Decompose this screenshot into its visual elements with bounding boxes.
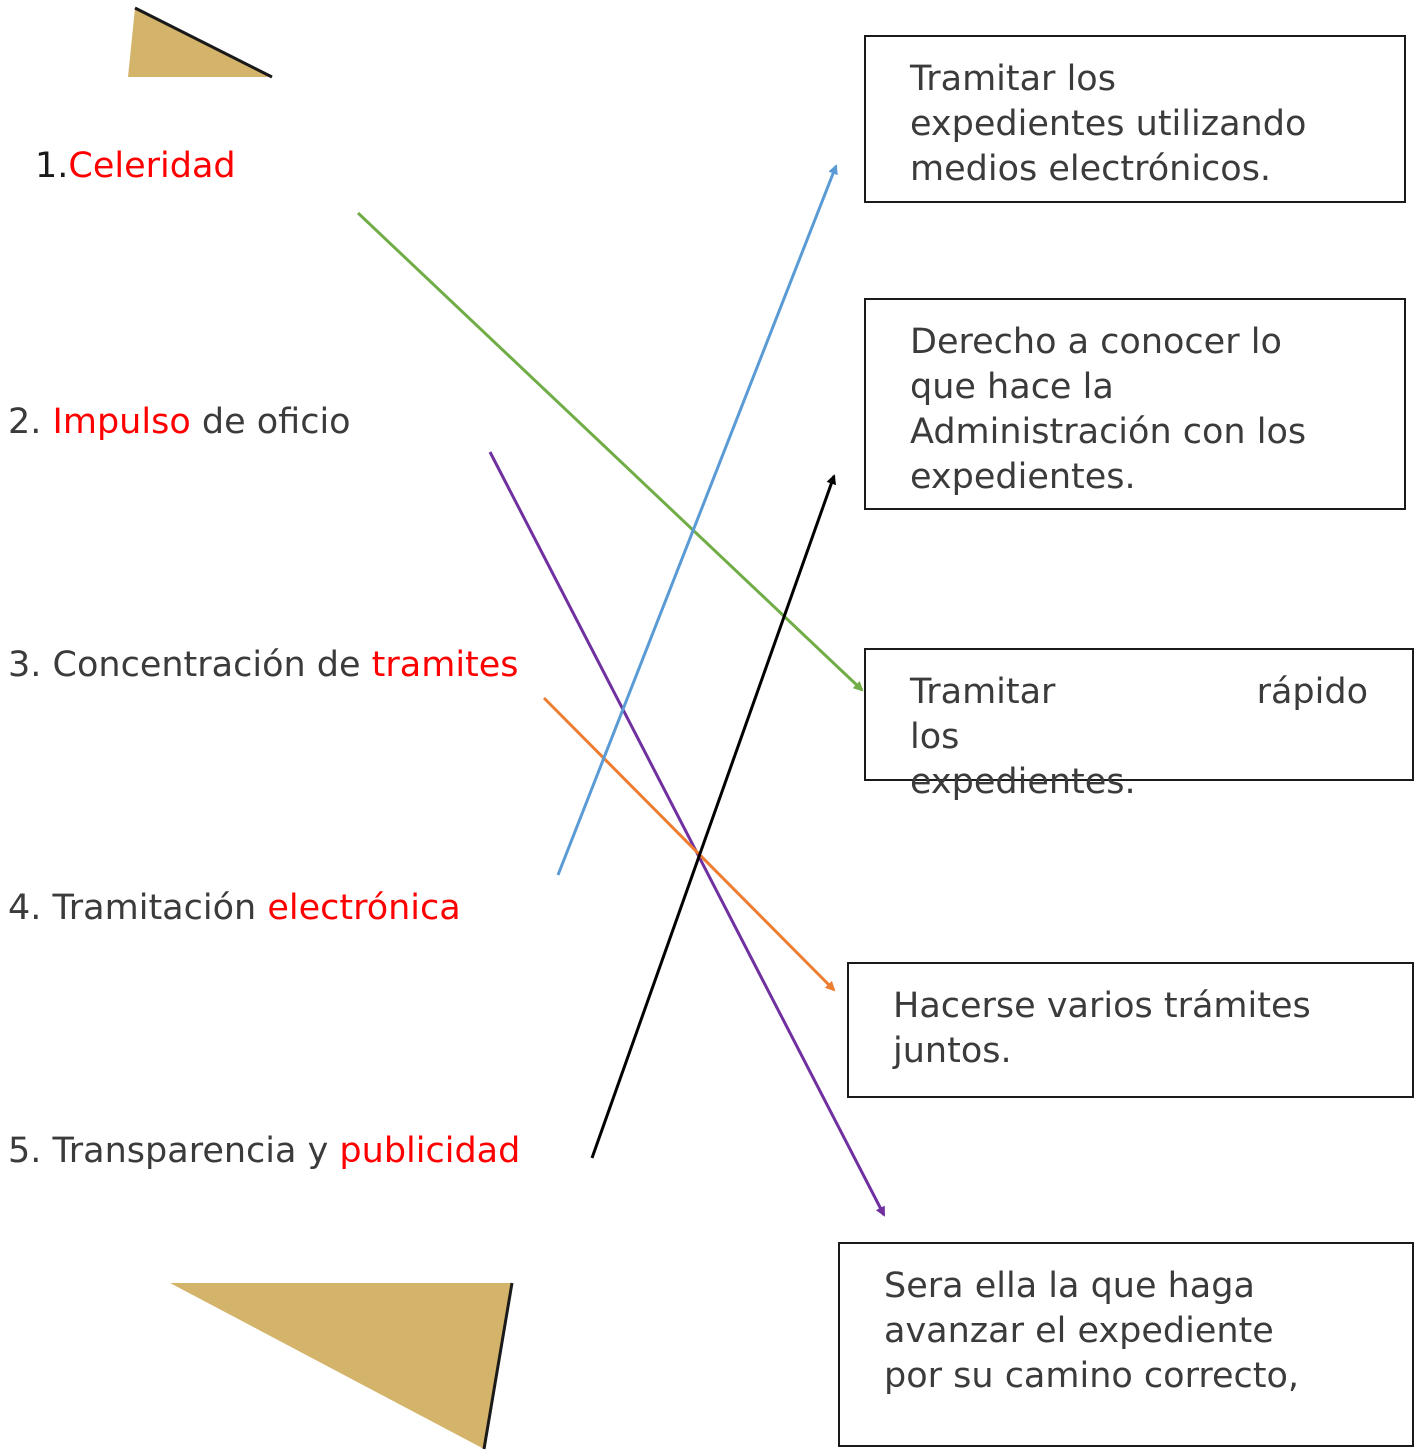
definition-5-line: avanzar el expediente xyxy=(884,1311,1274,1351)
term-3-number: 3. xyxy=(8,645,42,685)
term-2-highlight: Impulso xyxy=(52,402,191,442)
definition-2-line: expedientes. xyxy=(910,457,1136,497)
definition-2-line: Derecho a conocer lo xyxy=(910,322,1282,362)
term-2-post: de oficio xyxy=(190,402,351,442)
term-3-pre: Concentración de xyxy=(52,645,372,685)
arrow-celeridad xyxy=(356,211,864,692)
definition-box-4: Hacerse varios trámites juntos. xyxy=(847,962,1414,1098)
definition-4-line: Hacerse varios trámites xyxy=(893,986,1311,1026)
definition-2-line: que hace la xyxy=(910,367,1114,407)
definition-box-2: Derecho a conocer lo que hace la Adminis… xyxy=(864,298,1406,510)
term-4-highlight: electrónica xyxy=(267,888,461,928)
definition-1-line: medios electrónicos. xyxy=(910,149,1272,189)
definition-5-line: Sera ella la que haga xyxy=(884,1266,1255,1306)
arrow-concentracion xyxy=(542,696,836,992)
term-3-highlight: tramites xyxy=(371,645,519,685)
term-2-number: 2. xyxy=(8,402,42,442)
arrow-tramitacion xyxy=(556,164,838,876)
definition-3-line: Tramitar rápido los xyxy=(910,672,1368,757)
definition-box-5: Sera ella la que haga avanzar el expedie… xyxy=(838,1242,1414,1447)
definition-2-line: Administración con los xyxy=(910,412,1307,452)
definition-1-line: expedientes utilizando xyxy=(910,104,1307,144)
term-1: 1.Celeridad xyxy=(35,146,236,186)
definition-5-line: por su camino correcto, xyxy=(884,1356,1300,1396)
term-4: 4. Tramitación electrónica xyxy=(8,888,461,928)
term-5-pre: Transparencia y xyxy=(52,1131,340,1171)
definition-box-3: Tramitar rápido los expedientes. xyxy=(864,648,1414,802)
decoration-triangle-bottom xyxy=(170,1282,514,1450)
term-5-highlight: publicidad xyxy=(339,1131,521,1171)
term-2: 2. Impulso de oficio xyxy=(8,402,351,442)
term-4-pre: Tramitación xyxy=(52,888,268,928)
definition-box-1: Tramitar los expedientes utilizando medi… xyxy=(864,35,1406,203)
definition-4-line: juntos. xyxy=(893,1031,1012,1071)
term-3: 3. Concentración de tramites xyxy=(8,645,519,685)
decoration-triangle-top xyxy=(128,6,273,79)
arrow-impulso xyxy=(488,451,886,1217)
arrow-transparencia xyxy=(590,474,837,1159)
term-1-number: 1. xyxy=(35,146,69,186)
definition-3-line: expedientes. xyxy=(910,762,1136,802)
term-5: 5. Transparencia y publicidad xyxy=(8,1131,520,1171)
term-1-highlight: Celeridad xyxy=(68,146,236,186)
term-4-number: 4. xyxy=(8,888,42,928)
definition-1-line: Tramitar los xyxy=(910,59,1116,99)
term-5-number: 5. xyxy=(8,1131,42,1171)
